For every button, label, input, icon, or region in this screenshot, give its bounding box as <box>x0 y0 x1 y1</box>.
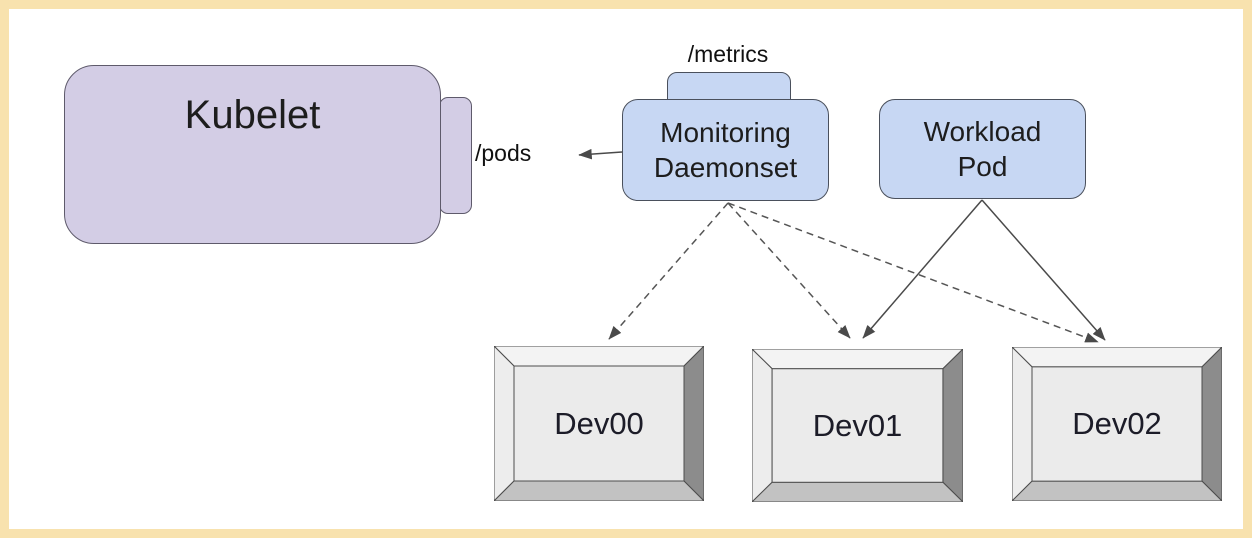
device-dev00: Dev00 <box>494 346 704 501</box>
device-dev02: Dev02 <box>1012 347 1222 501</box>
edge-md-to-pods <box>578 148 623 160</box>
device-label: Dev02 <box>1072 406 1162 441</box>
kubelet-side-tab <box>439 97 472 214</box>
metrics-endpoint-label: /metrics <box>687 41 769 67</box>
edge-wp-to-dev02 <box>981 199 1106 341</box>
device-label: Dev00 <box>554 405 644 441</box>
edge-md-to-dev00 <box>608 202 729 340</box>
kubelet-label: Kubelet <box>184 93 321 137</box>
edge-wp-to-dev01 <box>862 199 983 339</box>
pods-endpoint-label: /pods <box>475 140 532 166</box>
kubelet-box: Kubelet <box>64 65 441 244</box>
device-key-shape <box>494 346 704 501</box>
workload-pod-box: Workload Pod <box>879 99 1086 199</box>
monitoring-daemonset-box: Monitoring Daemonset <box>622 99 829 201</box>
device-key-shape <box>1012 347 1222 501</box>
device-label: Dev01 <box>812 407 903 443</box>
device-key-shape <box>752 349 963 502</box>
edge-md-to-dev01 <box>727 202 851 339</box>
device-dev01: Dev01 <box>752 349 963 502</box>
edge-md-to-dev02 <box>727 202 1099 343</box>
